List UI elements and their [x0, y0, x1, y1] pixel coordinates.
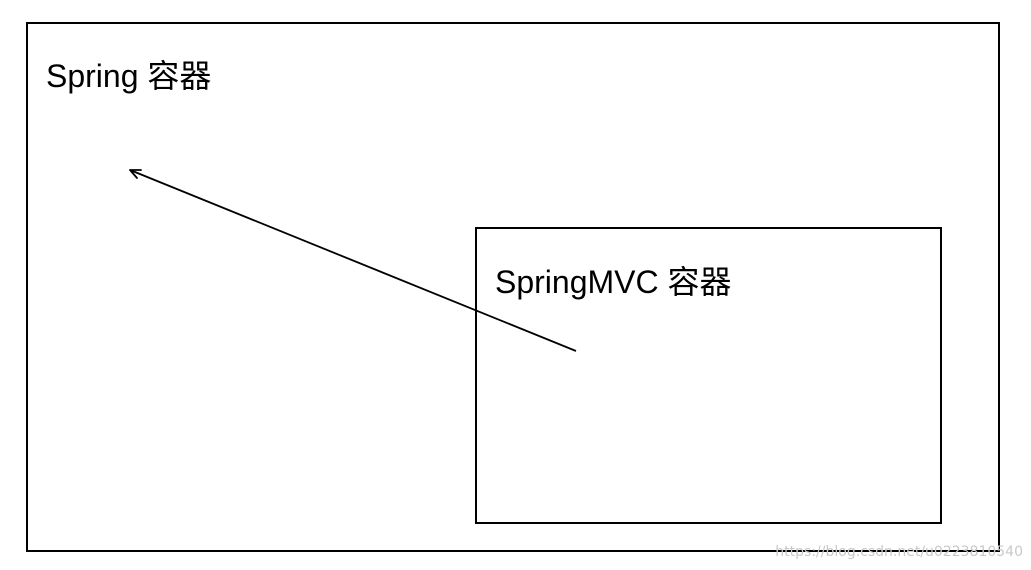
springmvc-container-box	[475, 227, 942, 524]
springmvc-container-label: SpringMVC 容器	[495, 264, 732, 300]
watermark-text: https://blog.csdn.net/u0223810540	[775, 544, 1023, 560]
spring-container-box	[26, 22, 1000, 552]
spring-container-label: Spring 容器	[46, 58, 212, 94]
